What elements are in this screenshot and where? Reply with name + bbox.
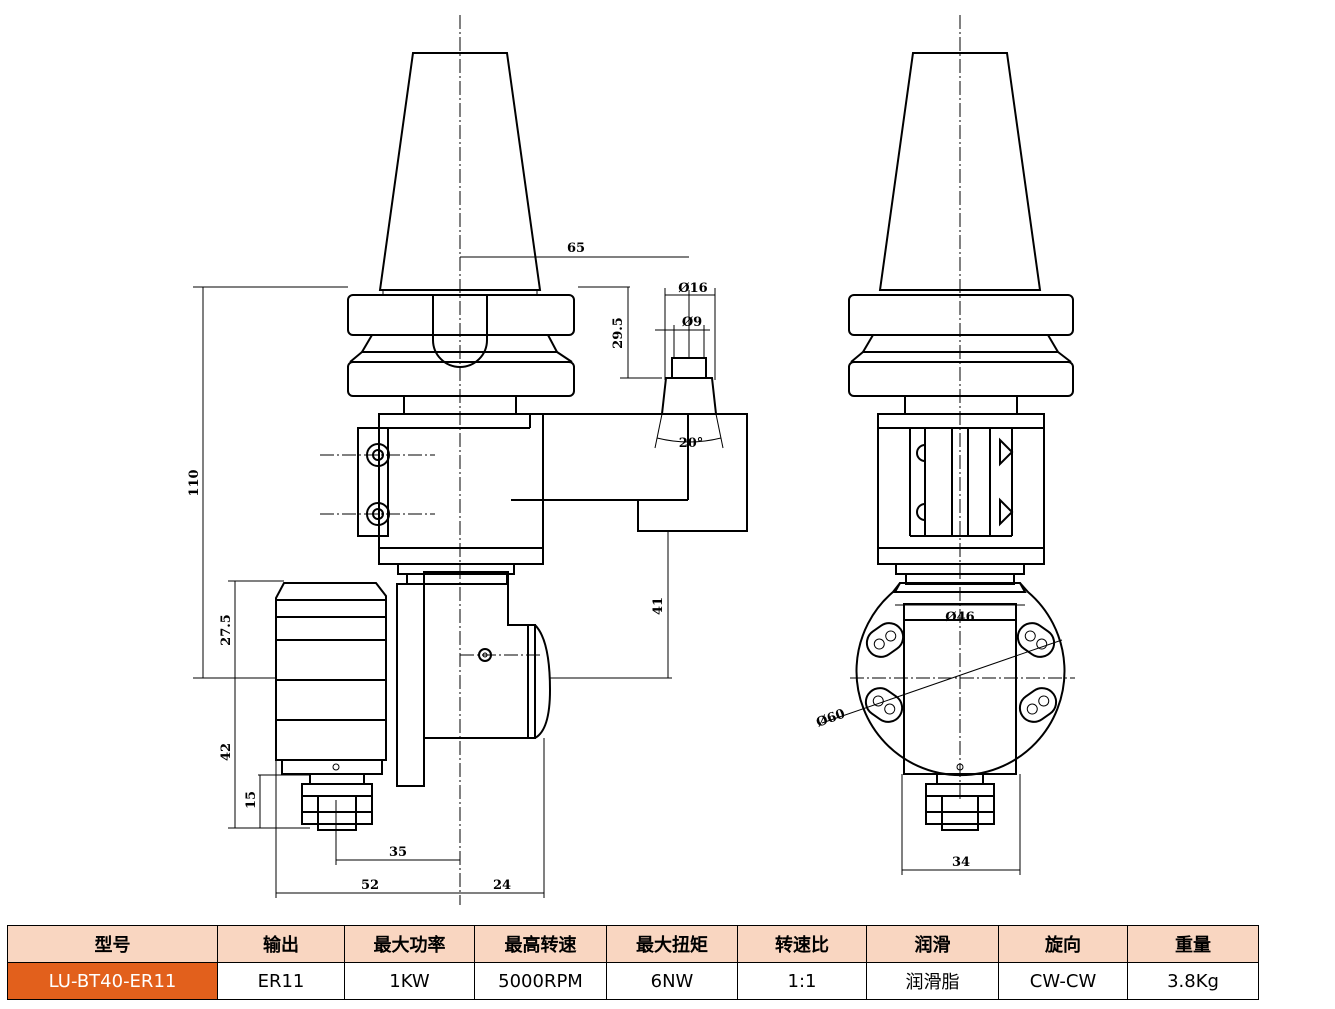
side-plate: [396, 583, 425, 787]
header-rotation: 旋向: [998, 925, 1128, 963]
cell-model: LU-BT40-ER11: [7, 962, 218, 1000]
dim-110: 110: [187, 469, 202, 496]
cell-rotation: CW-CW: [998, 962, 1128, 1000]
clamp-block: [357, 427, 390, 537]
dim-d60: Ø60: [814, 707, 847, 731]
cell-max-torque: 6NW: [606, 962, 738, 1000]
header-lubrication: 润滑: [866, 925, 999, 963]
torque-arm: [511, 413, 748, 532]
dim-52: 52: [361, 878, 379, 893]
side-view: 65 Ø16 Ø9 29.5 20° 110 27.5 41 42 15 35 …: [187, 15, 748, 905]
taper-shank: [378, 52, 542, 291]
cell-weight: 3.8Kg: [1127, 962, 1259, 1000]
header-max-torque: 最大扭矩: [606, 925, 738, 963]
spindle-body: [275, 582, 387, 831]
cell-max-power: 1KW: [344, 962, 475, 1000]
dim-35: 35: [389, 845, 407, 860]
dimension-lines: [193, 256, 724, 898]
dim-d9: Ø9: [682, 315, 702, 330]
flange: [347, 294, 575, 397]
header-max-power: 最大功率: [344, 925, 475, 963]
dim-20deg: 20°: [679, 436, 704, 451]
locating-pin: [660, 290, 718, 415]
technical-drawing: 65 Ø16 Ø9 29.5 20° 110 27.5 41 42 15 35 …: [187, 15, 1075, 905]
cell-lubrication: 润滑脂: [866, 962, 999, 1000]
spec-table-header: 型号 输出 最大功率 最高转速 最大扭矩 转速比 润滑 旋向 重量: [7, 925, 1259, 963]
spec-table: 型号 输出 最大功率 最高转速 最大扭矩 转速比 润滑 旋向 重量 LU-BT4…: [7, 925, 1259, 1000]
dim-15: 15: [244, 791, 259, 809]
dim-41: 41: [651, 597, 666, 615]
cell-speed-ratio: 1:1: [737, 962, 867, 1000]
main-housing: [378, 413, 544, 565]
dim-27-5: 27.5: [219, 614, 234, 646]
dim-34: 34: [952, 855, 970, 870]
front-view: Ø46 Ø60 34: [814, 15, 1075, 875]
cell-output: ER11: [217, 962, 345, 1000]
header-model: 型号: [7, 925, 218, 963]
dim-d46: Ø46: [945, 610, 974, 625]
header-max-speed: 最高转速: [474, 925, 607, 963]
dim-d16: Ø16: [678, 281, 707, 296]
header-speed-ratio: 转速比: [737, 925, 867, 963]
header-output: 输出: [217, 925, 345, 963]
dim-65: 65: [567, 241, 585, 256]
dim-42: 42: [219, 743, 234, 761]
dim-24: 24: [493, 878, 511, 893]
spec-table-row: LU-BT40-ER11 ER11 1KW 5000RPM 6NW 1:1 润滑…: [7, 962, 1259, 1000]
cell-max-speed: 5000RPM: [474, 962, 607, 1000]
header-weight: 重量: [1127, 925, 1259, 963]
dim-29-5: 29.5: [611, 317, 626, 349]
